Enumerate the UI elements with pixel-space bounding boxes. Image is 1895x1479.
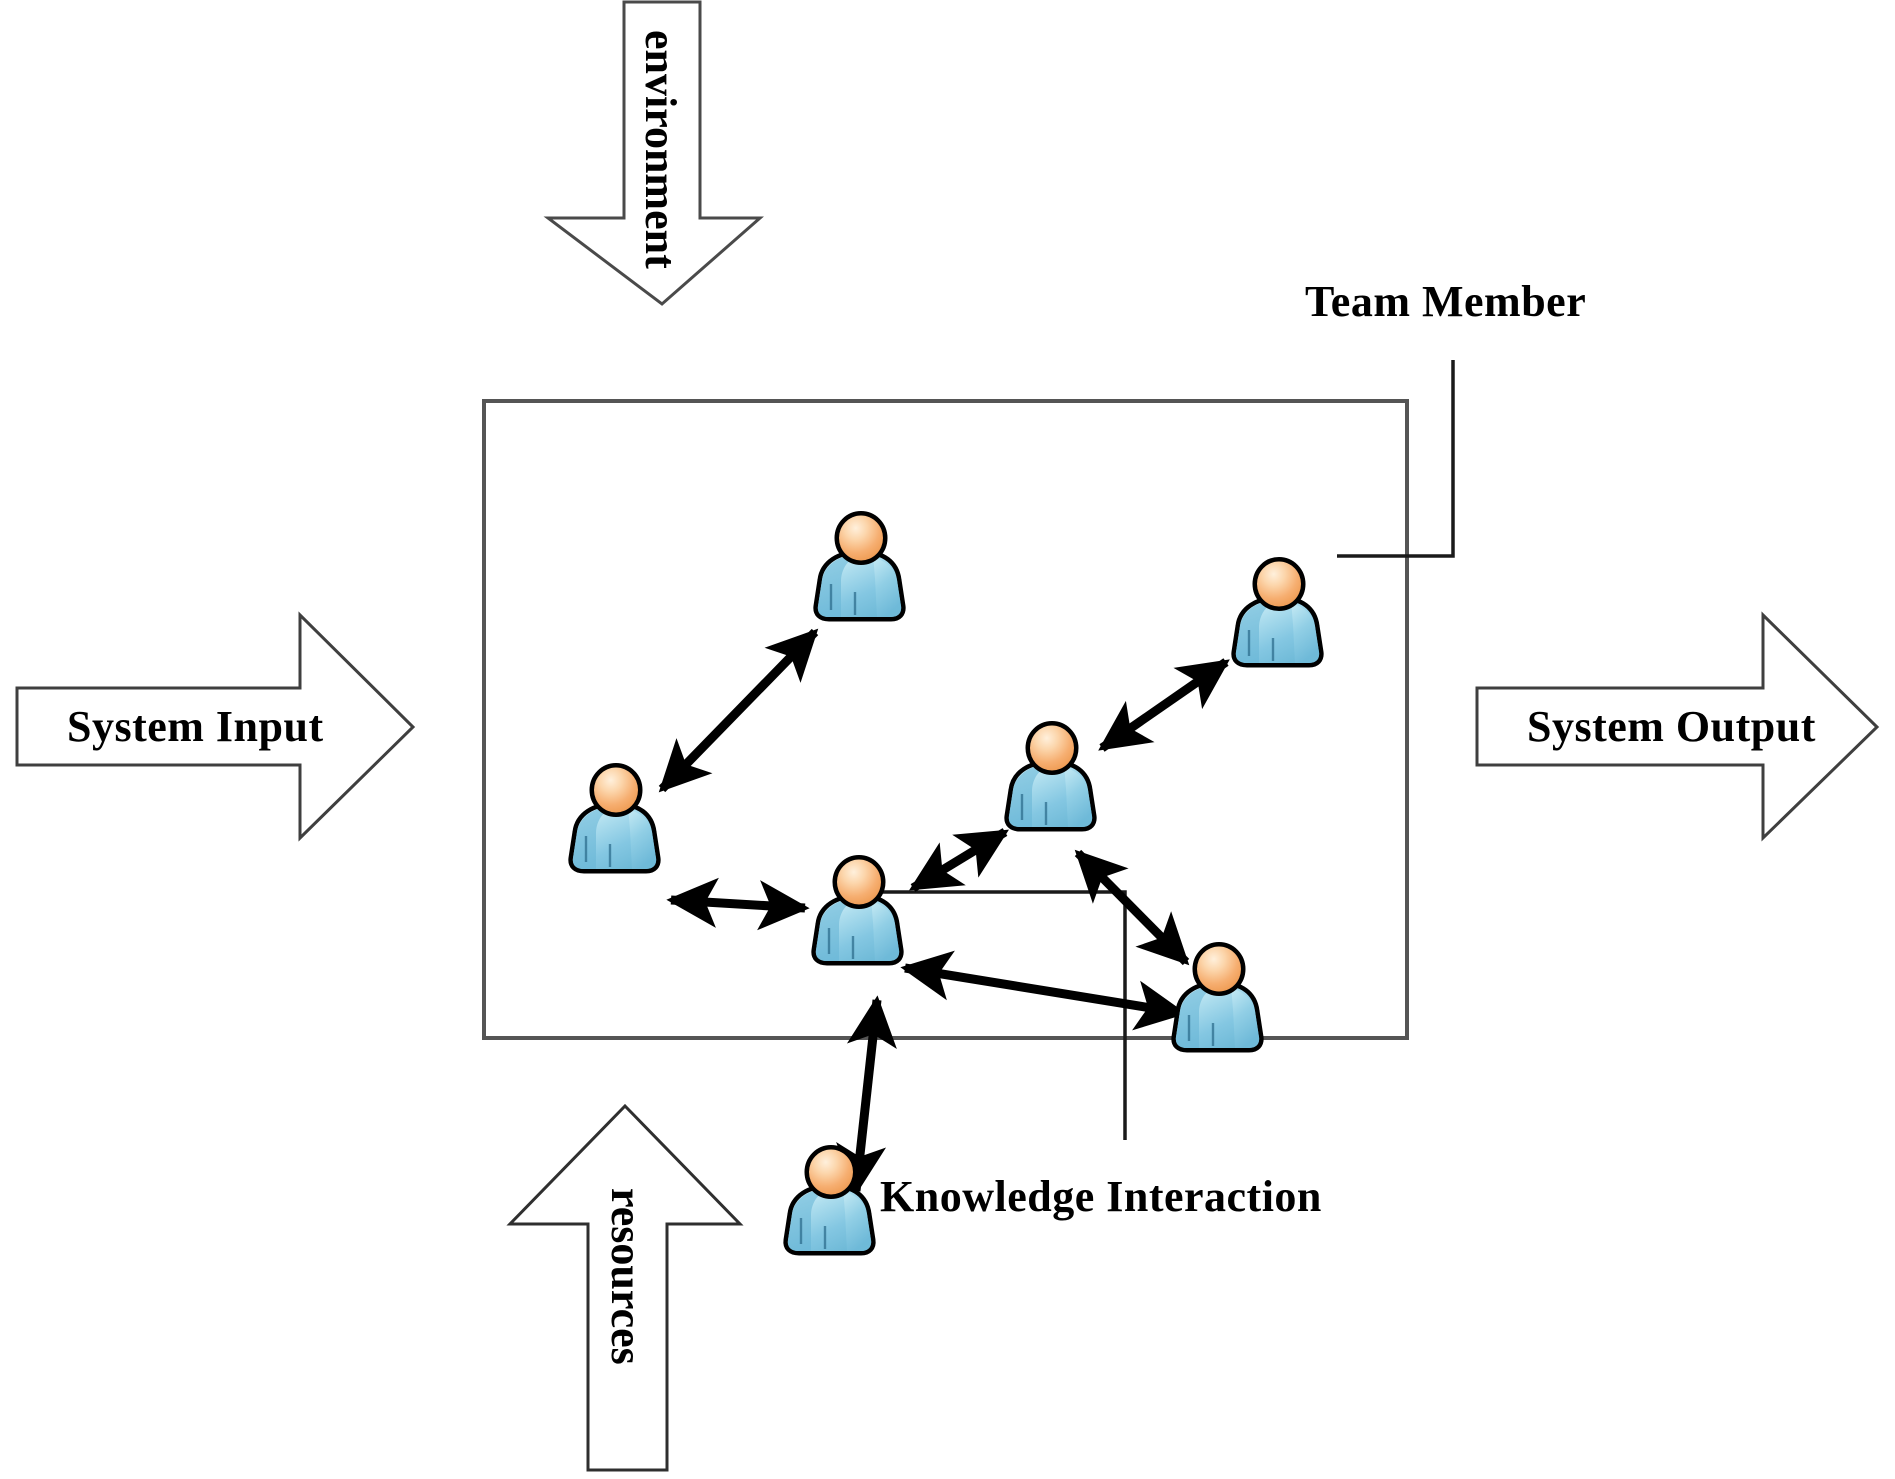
system-input-label: System Input bbox=[67, 702, 324, 751]
interaction-arrow-3-4 bbox=[909, 828, 1009, 892]
interaction-arrow-7-3 bbox=[836, 995, 897, 1196]
interaction-arrow-2-1 bbox=[658, 628, 819, 793]
team-member-label: Team Member bbox=[1305, 277, 1587, 326]
environment-arrow-label: environment bbox=[636, 30, 685, 269]
team-member-icon-4[interactable] bbox=[1009, 726, 1092, 828]
interaction-arrow-2-3 bbox=[666, 877, 810, 931]
team-member-icon-1[interactable] bbox=[818, 516, 901, 618]
system-output-arrow bbox=[1475, 611, 1880, 842]
system-input-arrow bbox=[15, 611, 416, 842]
team-member-icon-5[interactable] bbox=[1236, 562, 1319, 664]
interaction-arrow-4-6 bbox=[1074, 849, 1190, 966]
team-member-icons bbox=[573, 516, 1319, 1252]
team-member-leader-line bbox=[1337, 360, 1455, 558]
environment-arrow bbox=[543, 0, 764, 306]
resources-arrow-label: resources bbox=[602, 1188, 651, 1365]
interaction-arrow-3-6 bbox=[900, 950, 1187, 1031]
knowledge-interaction-label: Knowledge Interaction bbox=[880, 1172, 1322, 1221]
system-boundary-box bbox=[482, 399, 1409, 1040]
team-member-icon-6[interactable] bbox=[1176, 947, 1259, 1049]
team-member-icon-3[interactable] bbox=[816, 860, 899, 962]
knowledge-interaction-leader-line bbox=[868, 890, 1127, 1140]
interaction-arrow-4-5 bbox=[1098, 658, 1230, 752]
system-output-label: System Output bbox=[1527, 702, 1816, 751]
team-member-icon-2[interactable] bbox=[573, 768, 656, 870]
interaction-arrows bbox=[658, 628, 1230, 1196]
resources-arrow bbox=[506, 1103, 744, 1472]
